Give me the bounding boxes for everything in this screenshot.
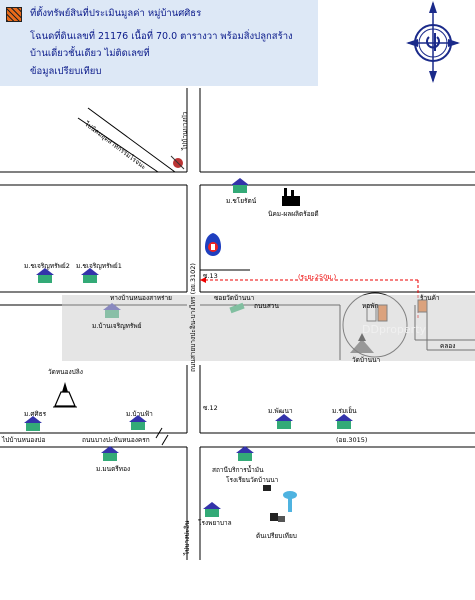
road-label-nong-ban: ไปบ้านหนองบ่อ [2,436,46,444]
road-label-soi-wat: ถนนบางปะหันหนองครก [82,436,150,444]
place-label: นิคม-ผลผลิตร้อยดี [268,210,319,218]
road-label-nong-sarai: ทางบ้านหนองสาหร่าย [110,294,172,302]
place-label: ม.ร่มเย็น [332,407,357,415]
road-label-lane-13: ซ.13 [203,272,218,280]
place-label: ม.ชเจริญทรัพย์1 [76,262,122,270]
legend-line-1: ที่ตั้งทรัพย์สินที่ประเมินมูลค่า หมู่บ้า… [30,8,202,19]
place-label: หอพัก [362,302,379,310]
highlight-band [62,295,475,361]
road-label-bang-pa-in: ไปบางปะอิน [183,520,191,555]
gas-station-icon [205,233,221,256]
place-label: ถนนสวน [254,302,279,310]
subject-property-swatch-icon [6,7,22,22]
distance-label: (ระยะ250ม.) [298,273,337,281]
road-label-bangbua: ไปบ้านบางบัว [181,111,189,150]
road-label-wat-bang-phi: ซอยวัดบ้านนา [214,294,255,302]
place-label: ต้นเปรียบเทียบ [256,532,297,540]
temple-icon [53,382,77,408]
place-label: ร้านค้า [420,294,440,302]
place-label: วัดบ้านนา [352,356,381,364]
place-label: ม.ชโยรัตน์ [226,197,257,205]
place-label: ม.บ้านเจริญทรัพย์ [92,322,142,330]
place-label: ม.ชเจริญทรัพย์2 [24,262,70,270]
legend: ที่ตั้งทรัพย์สินที่ประเมินมูลค่า หมู่บ้า… [0,0,318,86]
place-label: วัดหนองปลิง [48,368,83,376]
canal-label: คลอง [440,342,456,350]
factory-icon [282,188,300,206]
legend-line-4: ข้อมูลเปรียบเทียบ [30,66,102,77]
place-label: ม.บ้านฟ้า [126,410,153,418]
road-label-lane-12: ซ.12 [203,404,218,412]
place-label: โรงเรียนวัดบ้านนา [226,476,279,484]
water-tower-icon [283,491,297,512]
legend-line-2: โฉนดที่ดินเลขที่ 21176 เนื้อที่ 70.0 ตาร… [30,31,293,42]
watermark: DDproperty [362,323,427,336]
place-label: โรงพยาบาล [198,519,232,527]
road-label-3015: (อย.3015) [336,436,368,444]
road-label-main: ถนนสายบางปะอิน-บางไทร (อย.3102) [189,263,197,372]
place-label: สถานีบริการน้ำมัน [212,466,264,474]
map-pin-icon [170,155,185,170]
compass-icon [406,1,460,83]
place-label: ม.ศศิธร [24,410,47,418]
place-label: ม.มนตรีทอง [96,465,131,473]
house-icon [24,178,353,517]
legend-line-3: บ้านเดี่ยวชั้นเดียว ไม่ติดเลขที่ [30,48,150,59]
place-label: ม.พัฒนา [268,407,293,415]
